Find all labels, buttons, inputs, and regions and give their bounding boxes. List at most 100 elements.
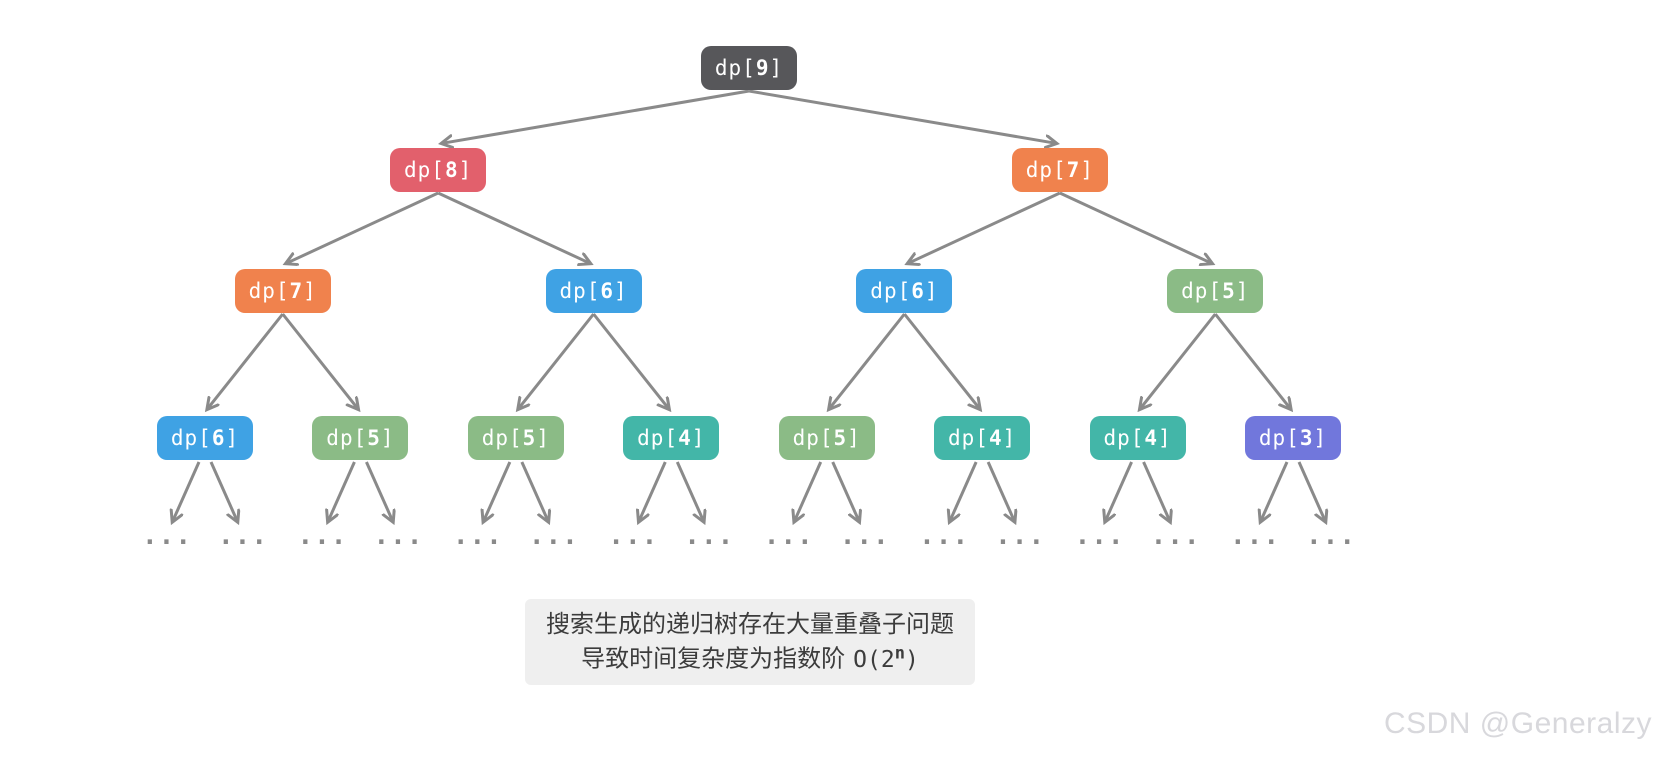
tree-edge-arrow (986, 461, 1014, 521)
ellipsis-continuation: ... (297, 521, 348, 551)
node-value: 4 (988, 426, 1003, 450)
ellipsis-continuation: ... (1230, 521, 1280, 551)
ellipsis-continuation: ... (218, 521, 268, 551)
tree-edge-arrow (520, 461, 548, 521)
node-value: 3 (1299, 426, 1314, 450)
watermark: CSDN @Generalzy (1383, 707, 1652, 740)
node-label-part: ] (380, 426, 395, 450)
tree-edge-arrow (639, 461, 667, 521)
node-value: 5 (833, 426, 848, 450)
ellipsis-continuation: ... (608, 521, 659, 551)
ellipsis-continuation: ... (1306, 521, 1356, 551)
tree-edge-arrow (831, 461, 859, 521)
tree-node-l4-0-dp6: dp[6] (157, 416, 253, 460)
tree-edge-arrow (209, 461, 237, 521)
node-value: 6 (911, 279, 925, 303)
node-label-part: ] (458, 158, 473, 182)
tree-node-l3-1-dp6: dp[6] (545, 269, 642, 313)
tree-node-l4-4-dp5: dp[5] (778, 416, 875, 460)
node-label-part: dp[ (170, 426, 212, 450)
node-label-part: ] (225, 426, 240, 450)
tree-node-l2-1-dp7: dp[7] (1011, 148, 1108, 192)
node-label-part: ] (691, 426, 706, 450)
ellipsis-continuation: ... (452, 521, 503, 551)
tree-edge-arrow (592, 313, 669, 409)
node-label-part: dp[ (1025, 158, 1067, 182)
node-label-part: ] (769, 56, 784, 80)
tree-edge-arrow (829, 313, 906, 409)
node-value: 8 (444, 158, 459, 182)
node-label-part: ] (1158, 426, 1172, 450)
node-label-part: ] (303, 279, 317, 303)
caption-line1: 搜索生成的递归树存在大量重叠子问题 (546, 609, 954, 638)
node-value: 5 (1222, 279, 1236, 303)
tree-edge-arrow (173, 461, 201, 521)
node-label-part: ] (614, 279, 628, 303)
ellipsis-continuation: ... (763, 521, 814, 551)
tree-edge-arrow (437, 191, 590, 263)
node-label-part: dp[ (870, 279, 912, 303)
node-label-part: dp[ (248, 279, 290, 303)
ellipsis-continuation: ... (919, 521, 970, 551)
node-value: 5 (522, 426, 537, 450)
caption-formula-base: O(2 (853, 647, 895, 674)
tree-node-l3-3-dp5: dp[5] (1167, 269, 1264, 313)
tree-node-l1-0-dp9: dp[9] (701, 46, 797, 90)
node-label-part: ] (1002, 426, 1017, 450)
ellipsis-continuation: ... (373, 521, 424, 551)
tree-edge-arrow (207, 313, 284, 409)
node-label-part: dp[ (1258, 426, 1300, 450)
node-label-part: ] (1313, 426, 1328, 450)
ellipsis-continuation: ... (1150, 521, 1201, 551)
tree-edge-arrow (1297, 461, 1325, 521)
caption-line2-text: 导致时间复杂度为指数阶 (581, 645, 846, 674)
node-label-part: dp[ (326, 426, 368, 450)
tree-edge-arrow (903, 313, 979, 409)
caption-formula-sup: n (894, 643, 905, 664)
tree-edge-arrow (675, 461, 703, 521)
tree-node-l4-5-dp4: dp[4] (934, 416, 1031, 460)
tree-edge-arrow (1142, 461, 1170, 521)
node-label-part: dp[ (792, 426, 834, 450)
node-label-part: dp[ (1103, 426, 1145, 450)
node-label-part: ] (536, 426, 550, 450)
tree-edge-arrow (1140, 313, 1217, 409)
tree-edge-arrow (1214, 313, 1290, 409)
ellipsis-continuation: ... (142, 521, 192, 551)
tree-edge-arrow (365, 461, 392, 521)
node-label-part: dp[ (559, 279, 601, 303)
tree-node-l4-3-dp4: dp[4] (623, 416, 720, 460)
node-label-part: dp[ (637, 426, 679, 450)
tree-node-l3-0-dp7: dp[7] (234, 269, 331, 313)
node-label-part: ] (847, 426, 861, 450)
node-value: 7 (1066, 158, 1081, 182)
tree-edge-arrow (286, 191, 439, 263)
node-label-part: dp[ (714, 56, 756, 80)
ellipsis-continuation: ... (528, 521, 579, 551)
node-value: 9 (755, 56, 770, 80)
tree-edge-arrow (281, 313, 358, 409)
node-value: 7 (289, 279, 304, 303)
ellipsis-continuation: ... (995, 521, 1046, 551)
node-value: 4 (678, 426, 692, 450)
node-value: 5 (367, 426, 381, 450)
tree-node-l4-1-dp5: dp[5] (312, 416, 409, 460)
tree-edge-arrow (1261, 461, 1289, 521)
node-value: 6 (600, 279, 615, 303)
node-label-part: dp[ (404, 158, 445, 182)
ellipsis-continuation: ... (684, 521, 735, 551)
tree-edge-arrow (328, 461, 356, 521)
tree-node-l4-2-dp5: dp[5] (467, 416, 564, 460)
node-label-part: dp[ (481, 426, 523, 450)
node-label-part: dp[ (948, 426, 989, 450)
tree-edge-arrow (483, 461, 512, 521)
node-label-part: ] (1235, 279, 1250, 303)
tree-edge-arrow (794, 461, 823, 521)
node-label-part: ] (1080, 158, 1094, 182)
edge-group (173, 89, 1326, 521)
caption-formula: O(2n) (853, 643, 919, 674)
